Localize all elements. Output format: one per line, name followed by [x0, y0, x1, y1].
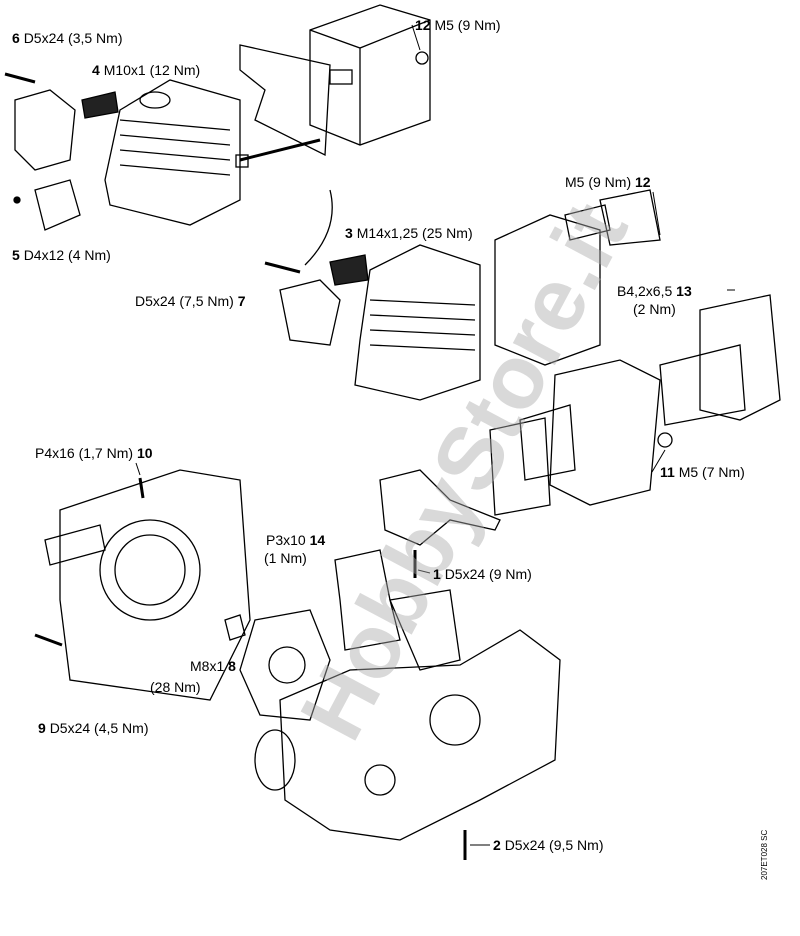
label-part-11: 11 M5 (7 Nm) [660, 464, 745, 480]
label-part-8: M8x1 8 [190, 658, 236, 674]
muffler-cover-right [699, 294, 781, 421]
part-number: 8 [228, 658, 236, 674]
spark-plug-left [81, 91, 119, 119]
part-number: 13 [676, 283, 692, 299]
part-spec: D5x24 (7,5 Nm) [135, 293, 234, 309]
muffler-right-upper [494, 214, 601, 366]
flywheel [239, 609, 331, 721]
part-number: 10 [136, 445, 153, 461]
intake-flange [34, 179, 81, 231]
drawing-code: 207ET028 SC [760, 829, 769, 880]
label-part-6: 6 D5x24 (3,5 Nm) [12, 30, 123, 46]
crankshaft [379, 469, 501, 546]
ignition-module-middle [279, 279, 341, 346]
muffler-top [309, 4, 431, 146]
screw-10 [138, 477, 145, 499]
part-spec: D5x24 (4,5 Nm) [49, 720, 149, 736]
label-part-13-torque: (2 Nm) [633, 301, 676, 317]
muffler-right-lower [549, 359, 661, 506]
part-number: 12 [415, 17, 431, 33]
long-bolt [239, 138, 321, 162]
part-spec: D5x24 (3,5 Nm) [23, 30, 123, 46]
label-part-1: 1 D5x24 (9 Nm) [433, 566, 532, 582]
label-part-5: 5 D4x12 (4 Nm) [12, 247, 111, 263]
part-number: 6 [12, 30, 20, 46]
ignition-wire [304, 189, 333, 266]
part-number: 5 [12, 247, 20, 263]
ignition-module-left [14, 89, 76, 171]
nut-8 [224, 614, 246, 641]
part-spec: M5 (9 Nm) [565, 174, 632, 190]
part-spec: D4x12 (4 Nm) [23, 247, 111, 263]
part-number: 2 [493, 837, 501, 853]
part-spec: M14x1,25 (25 Nm) [356, 225, 473, 241]
label-part-12-right: M5 (9 Nm) 12 [565, 174, 651, 190]
part-spec: B4,2x6,5 [617, 283, 673, 299]
part-number: 7 [237, 293, 246, 309]
part-number: 4 [92, 62, 100, 78]
part-number: 11 [660, 464, 675, 480]
label-part-9: 9 D5x24 (4,5 Nm) [38, 720, 149, 736]
flange-plate [489, 417, 551, 516]
nut-12-top [415, 51, 429, 65]
part-number: 3 [345, 225, 353, 241]
part-spec: P3x10 [266, 532, 306, 548]
screw-5 [13, 196, 21, 204]
crankcase [254, 629, 561, 841]
screen [564, 204, 611, 241]
spacer [235, 154, 249, 168]
part-number: 1 [433, 566, 441, 582]
part-number: 12 [635, 174, 651, 190]
part-number: 9 [38, 720, 46, 736]
cover-plate [334, 549, 401, 651]
cylinder-left [104, 79, 241, 226]
part-spec: P4x16 (1,7 Nm) [35, 445, 134, 461]
label-part-13: B4,2x6,5 13 [617, 283, 692, 299]
leader-lines [135, 24, 735, 846]
spark-plug-middle [329, 254, 369, 286]
part-spec: M5 (7 Nm) [678, 464, 745, 480]
label-part-14-torque: (1 Nm) [264, 550, 307, 566]
cover-plate-2 [389, 589, 461, 671]
label-part-10: P4x16 (1,7 Nm) 10 [35, 445, 153, 461]
flywheel-hub [268, 646, 306, 684]
gasket [519, 404, 576, 481]
muffler-bracket [599, 189, 661, 246]
cylinder-middle [354, 244, 481, 401]
part-number: 14 [309, 532, 326, 548]
part-spec: M8x1 [190, 658, 225, 674]
label-part-7: D5x24 (7,5 Nm) 7 [135, 293, 246, 309]
label-part-12-top: 12 M5 (9 Nm) [415, 17, 501, 33]
part-spec: D5x24 (9 Nm) [444, 566, 532, 582]
bolt-9 [34, 633, 63, 647]
part-spec: M10x1 (12 Nm) [103, 62, 201, 78]
label-part-2: 2 D5x24 (9,5 Nm) [493, 837, 604, 853]
bolt-7 [264, 261, 301, 274]
label-part-8-torque: (28 Nm) [150, 679, 201, 695]
label-part-3: 3 M14x1,25 (25 Nm) [345, 225, 473, 241]
heat-shield-top [239, 44, 331, 157]
sleeve-11 [657, 432, 673, 448]
heat-plate [659, 344, 746, 426]
part-spec: M5 (9 Nm) [434, 17, 501, 33]
label-part-14: P3x10 14 [266, 532, 325, 548]
label-part-4: 4 M10x1 (12 Nm) [92, 62, 200, 78]
fan-housing [44, 469, 251, 701]
bolt-6 [4, 72, 36, 84]
part-spec: D5x24 (9,5 Nm) [504, 837, 604, 853]
